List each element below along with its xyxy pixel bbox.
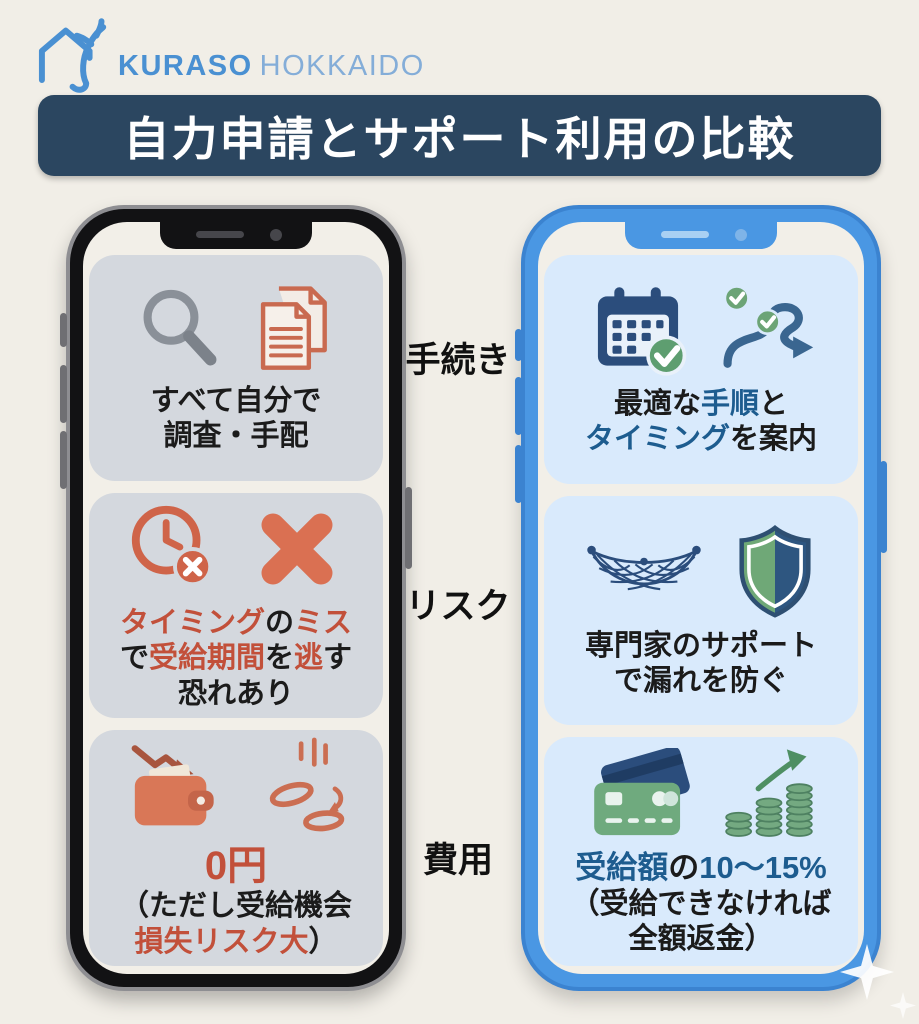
text-segment: すべて自分で bbox=[150, 384, 322, 417]
notch-speaker bbox=[661, 231, 709, 238]
text-segment: 調査・手配 bbox=[163, 420, 309, 453]
self-risk-card: タイミングのミス で受給期間を逃す 恐れあり bbox=[89, 492, 383, 719]
text-segment: 受給額 bbox=[575, 849, 669, 885]
text-segment: を案内 bbox=[730, 423, 818, 455]
text-segment: 手順 bbox=[700, 387, 759, 420]
text-segment: 専門家のサポート bbox=[584, 629, 817, 662]
notch-speaker bbox=[196, 231, 244, 238]
notch-camera bbox=[735, 229, 747, 241]
calendar-check-icon bbox=[597, 286, 687, 376]
text-segment: 恐れあり bbox=[177, 677, 294, 710]
text-segment: ） bbox=[308, 925, 338, 958]
side-button bbox=[60, 431, 67, 489]
self-cost-card: 0円 （ただし受給機会 損失リスク大） bbox=[89, 730, 383, 966]
text-segment: と bbox=[759, 387, 789, 420]
falling-coins-icon bbox=[269, 737, 345, 832]
brand-kuraso: KURASO bbox=[118, 49, 253, 82]
self-procedure-text: すべて自分で 調査・手配 bbox=[151, 384, 322, 455]
text-line: タイミングのミス bbox=[120, 606, 352, 641]
text-line: （ただし受給機会 bbox=[120, 889, 352, 924]
phone-screen: すべて自分で 調査・手配 bbox=[83, 222, 389, 974]
text-line: 調査・手配 bbox=[151, 419, 322, 454]
documents-icon bbox=[260, 286, 327, 370]
support-cost-text: 受給額の10〜15% （受給できなければ 全額返金） bbox=[570, 849, 831, 958]
text-segment: 0円 bbox=[204, 844, 268, 889]
text-segment: タイミング bbox=[119, 606, 265, 639]
safety-net-icon bbox=[587, 545, 701, 590]
text-segment: を bbox=[264, 642, 294, 675]
row-label-cost: 費用 bbox=[422, 841, 493, 880]
support-procedure-card: 最適な手順と タイミングを案内 bbox=[544, 255, 858, 484]
text-line: 恐れあり bbox=[120, 677, 352, 712]
coins-growth-icon bbox=[725, 749, 813, 837]
self-cost-text: 0円 （ただし受給機会 損失リスク大） bbox=[120, 843, 352, 960]
text-line: で受給期間を逃す bbox=[120, 641, 352, 676]
phone-notch bbox=[625, 222, 777, 249]
side-button bbox=[405, 487, 412, 569]
text-segment: タイミング bbox=[584, 423, 730, 455]
text-line: 全額返金） bbox=[570, 922, 831, 957]
text-line: すべて自分で bbox=[151, 384, 322, 419]
support-phone: 最適な手順と タイミングを案内 bbox=[515, 205, 887, 991]
support-risk-text: 専門家のサポート で漏れを防ぐ bbox=[585, 629, 817, 700]
self-procedure-card: すべて自分で 調査・手配 bbox=[89, 255, 383, 481]
wallet-loss-icon bbox=[131, 745, 214, 826]
text-line: 損失リスク大） bbox=[120, 925, 352, 960]
credit-cards-icon bbox=[594, 747, 690, 835]
clock-deadline-icon bbox=[131, 505, 213, 587]
support-cost-card: 受給額の10〜15% （受給できなければ 全額返金） bbox=[544, 737, 858, 966]
route-check-icon bbox=[723, 284, 814, 368]
text-segment: 受給期間 bbox=[148, 642, 265, 675]
text-segment: す bbox=[323, 642, 353, 675]
text-segment: で漏れを防ぐ bbox=[613, 665, 788, 697]
magnifier-icon bbox=[143, 289, 217, 366]
text-line: 受給額の10〜15% bbox=[570, 849, 831, 887]
notch-camera bbox=[270, 229, 282, 241]
text-segment: 損失リスク大 bbox=[134, 925, 309, 958]
side-button bbox=[515, 445, 522, 503]
side-button bbox=[880, 461, 887, 553]
text-segment: の bbox=[668, 849, 700, 885]
text-segment: 全額返金） bbox=[628, 922, 774, 955]
support-procedure-text: 最適な手順と タイミングを案内 bbox=[585, 387, 817, 458]
text-segment: 最適な bbox=[613, 387, 701, 420]
sparkle-icon bbox=[890, 992, 916, 1019]
side-button bbox=[60, 313, 67, 347]
brand-hokkaido: HOKKAIDO bbox=[259, 49, 425, 82]
phone-notch bbox=[160, 222, 312, 249]
side-button bbox=[515, 329, 522, 361]
text-segment: の bbox=[264, 606, 294, 639]
side-button bbox=[515, 377, 522, 435]
text-line: 専門家のサポート bbox=[585, 629, 817, 664]
title-banner: 自力申請とサポート利用の比較 bbox=[38, 95, 881, 176]
text-segment: ミス bbox=[294, 606, 353, 639]
text-segment: （受給できなければ bbox=[570, 887, 832, 920]
text-segment: 逃 bbox=[294, 642, 324, 675]
text-segment: で bbox=[119, 642, 149, 675]
row-label-risk: リスク bbox=[405, 587, 511, 626]
text-segment: （ただし受給機会 bbox=[119, 890, 352, 923]
page-title: 自力申請とサポート利用の比較 bbox=[123, 112, 796, 165]
side-button bbox=[60, 365, 67, 423]
text-line: で漏れを防ぐ bbox=[585, 664, 817, 699]
shield-icon bbox=[739, 524, 811, 618]
text-line: 最適な手順と bbox=[585, 387, 817, 422]
text-line: タイミングを案内 bbox=[585, 422, 817, 457]
text-line: （受給できなければ bbox=[570, 887, 831, 922]
text-segment: 10〜15% bbox=[699, 849, 827, 885]
support-risk-card: 専門家のサポート で漏れを防ぐ bbox=[544, 496, 858, 725]
x-mark-icon bbox=[261, 513, 333, 585]
text-line: 0円 bbox=[120, 843, 352, 889]
logo-house-icon bbox=[38, 18, 107, 93]
phone-screen: 最適な手順と タイミングを案内 bbox=[538, 222, 864, 974]
self-risk-text: タイミングのミス で受給期間を逃す 恐れあり bbox=[120, 606, 352, 712]
row-label-procedure: 手続き bbox=[405, 341, 511, 380]
self-application-phone: すべて自分で 調査・手配 bbox=[60, 205, 412, 991]
